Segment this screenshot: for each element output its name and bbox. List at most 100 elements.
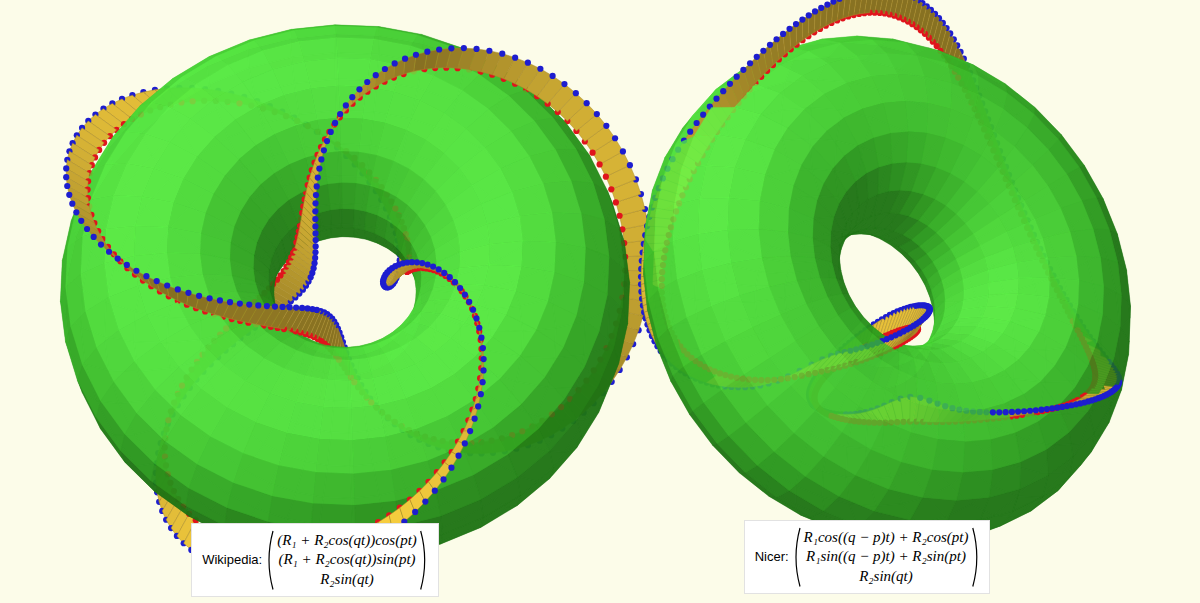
blue-edge-dot	[272, 303, 278, 309]
blue-edge-dot	[412, 509, 418, 515]
torus-face	[296, 375, 327, 407]
blue-edge-dot	[66, 192, 72, 198]
blue-edge-dot	[470, 307, 476, 313]
blue-edge-dot	[299, 305, 305, 311]
blue-edge-dot	[185, 290, 191, 296]
torus-face	[349, 358, 373, 380]
blue-edge-dot	[343, 102, 349, 108]
torus-face	[319, 407, 352, 440]
blue-edge-dot	[441, 270, 447, 276]
blue-edge-dot	[154, 278, 160, 284]
torus-face	[342, 209, 354, 228]
blue-edge-dot	[312, 200, 318, 206]
red-edge-dot	[608, 186, 614, 192]
blue-edge-dot	[448, 465, 454, 471]
blue-edge-dot	[480, 379, 486, 385]
blue-edge-dot	[373, 72, 379, 78]
torus-face	[520, 212, 556, 242]
blue-edge-dot	[455, 453, 461, 459]
blue-edge-dot	[287, 304, 293, 310]
blue-edge-dot	[573, 90, 579, 96]
blue-edge-dot	[313, 243, 319, 249]
blue-edge-dot	[594, 111, 600, 117]
blue-edge-dot	[473, 315, 479, 321]
knot-ribbon	[439, 269, 458, 286]
torus-face	[327, 359, 350, 380]
blue-edge-dot	[106, 249, 112, 255]
knot-ribbon	[101, 245, 120, 262]
torus-face	[456, 265, 489, 285]
blue-edge-dot	[332, 120, 338, 126]
blue-edge-dot	[620, 148, 626, 154]
torus-face	[354, 470, 396, 505]
blue-edge-dot	[314, 183, 320, 189]
torus-face	[134, 226, 168, 256]
blue-edge-dot	[525, 60, 531, 66]
blue-edge-dot	[78, 218, 84, 224]
blue-edge-dot	[115, 255, 121, 261]
blue-edge-dot	[316, 165, 322, 171]
blue-edge-dot	[457, 285, 463, 291]
blue-edge-dot	[324, 138, 330, 144]
blue-edge-dot	[133, 268, 139, 274]
blue-edge-dot	[472, 416, 478, 422]
blue-edge-dot	[452, 279, 458, 285]
blue-edge-dot	[461, 45, 467, 51]
torus-face	[342, 183, 356, 210]
blue-edge-dot	[321, 147, 327, 153]
knot-ribbon	[76, 212, 98, 231]
torus-face	[353, 437, 392, 474]
blue-edge-dot	[499, 51, 505, 57]
blue-edge-dot	[175, 286, 181, 292]
blue-edge-dot	[63, 165, 69, 171]
torus-face	[279, 433, 320, 472]
blue-edge-dot	[550, 73, 556, 79]
blue-edge-dot	[318, 156, 324, 162]
torus-face	[348, 347, 367, 360]
blue-edge-dot	[143, 273, 149, 279]
blue-edge-dot	[312, 230, 318, 236]
knot-ribbon	[118, 259, 135, 275]
blue-edge-dot	[304, 305, 310, 311]
blue-edge-dot	[98, 241, 104, 247]
knot-ribbon	[87, 229, 108, 247]
torus-knot-figure	[638, 0, 1131, 544]
blue-edge-dot	[512, 55, 518, 61]
blue-edge-dot	[69, 201, 75, 207]
torus-face	[287, 402, 323, 439]
torus-face	[336, 26, 377, 39]
blue-edge-dot	[612, 135, 618, 141]
blue-edge-dot	[476, 325, 482, 331]
blue-edge-dot	[440, 476, 446, 482]
blue-edge-dot	[164, 282, 170, 288]
torus-face	[459, 244, 490, 268]
torus-face	[200, 254, 232, 276]
blue-edge-dot	[424, 49, 430, 55]
blue-edge-dot	[312, 223, 318, 229]
blue-edge-dot	[413, 52, 419, 58]
blue-edge-dot	[402, 56, 408, 62]
knot-ribbon	[94, 237, 114, 254]
red-edge-dot	[597, 161, 603, 167]
red-edge-dot	[589, 150, 595, 156]
blue-edge-dot	[424, 261, 430, 267]
torus-face	[336, 37, 374, 59]
blue-edge-dot	[422, 498, 428, 504]
blue-edge-dot	[313, 192, 319, 198]
blue-edge-dot	[63, 174, 69, 180]
blue-edge-dot	[124, 262, 130, 268]
blue-edge-dot	[91, 234, 97, 240]
blue-edge-dot	[312, 249, 318, 255]
blue-edge-dot	[430, 264, 436, 270]
blue-edge-dot	[447, 274, 453, 280]
torus-face	[351, 405, 385, 440]
red-edge-dot	[466, 299, 472, 305]
blue-edge-dot	[462, 291, 468, 297]
torus-face	[350, 378, 379, 408]
torus-face	[313, 472, 354, 505]
blue-edge-dot	[312, 255, 318, 261]
red-edge-dot	[613, 199, 619, 205]
blue-edge-dot	[315, 174, 321, 180]
blue-edge-dot	[419, 260, 425, 266]
